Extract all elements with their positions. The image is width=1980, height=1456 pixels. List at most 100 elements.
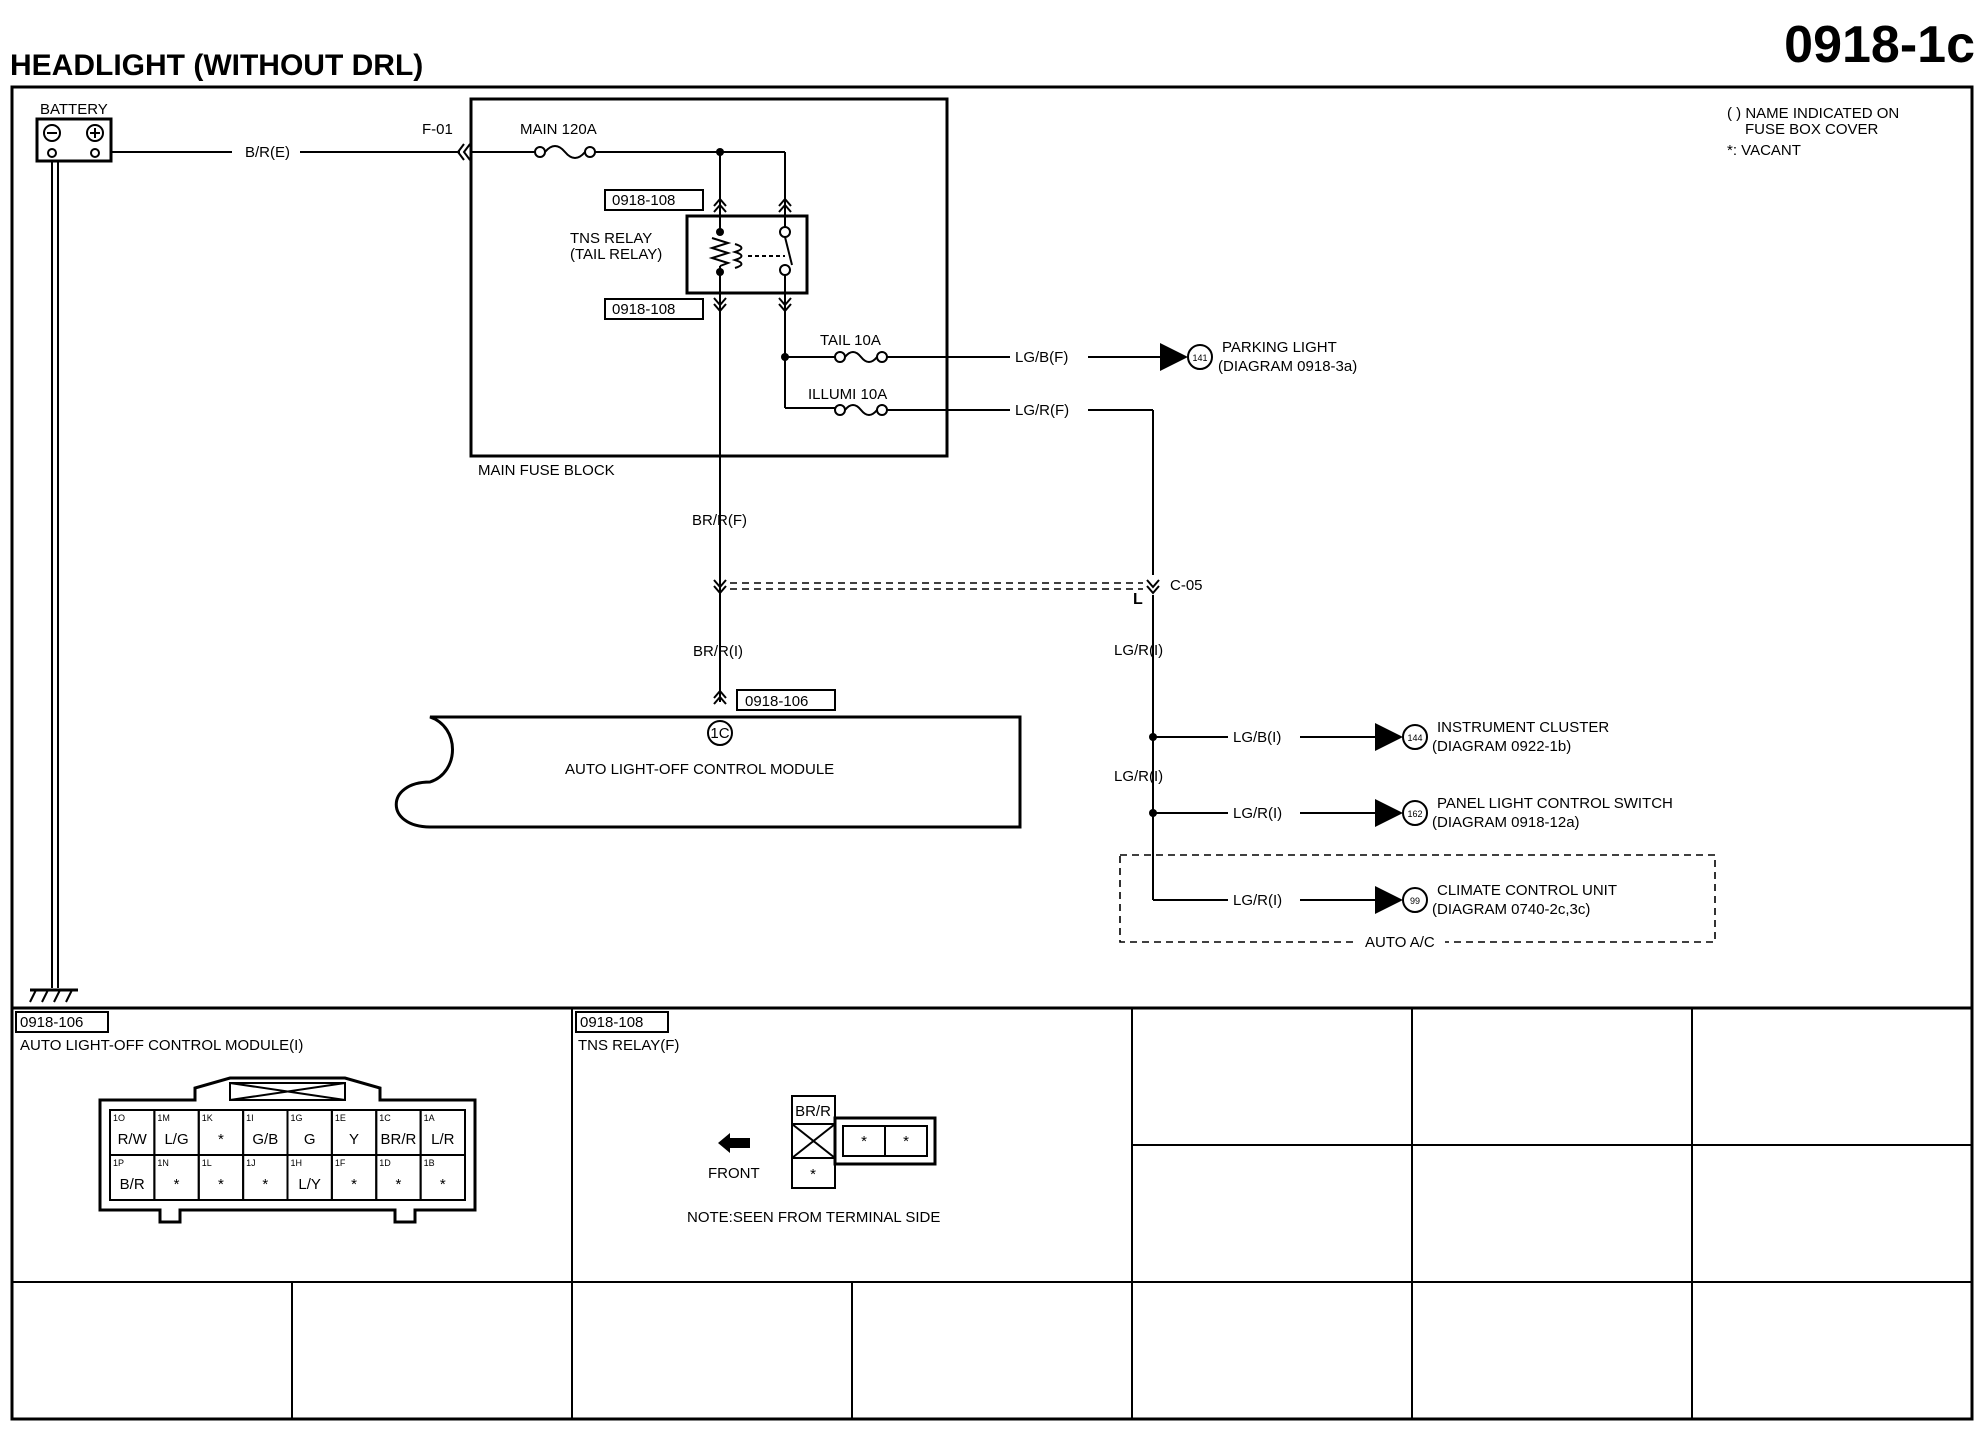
main-fuse-block [469,97,949,458]
connector-pin-wire: * [440,1176,446,1193]
panel-diagram-ref: (DIAGRAM 0918-12a) [1432,814,1580,831]
tail-fuse-label: TAIL 10A [820,332,881,349]
panel-label: PANEL LIGHT CONTROL SWITCH [1437,795,1673,812]
front-arrow-icon [718,1133,750,1153]
connector-pin-number: 1F [335,1158,346,1168]
diagram-code: 0918-1c [1784,16,1975,74]
wire-lgri-top: LG/R(I) [1114,642,1163,659]
parking-ref-circle [1187,344,1213,370]
main-fuse-symbol [534,145,596,159]
relay-ref-top-text: 0918-108 [612,192,675,209]
conn-module-ref: 0918-106 [20,1014,83,1031]
wire-lgri-mid: LG/R(I) [1114,768,1163,785]
conn-module-name: AUTO LIGHT-OFF CONTROL MODULE(I) [20,1037,303,1054]
illumi-fuse-label: ILLUMI 10A [808,386,887,403]
connector-pin-number: 1K [202,1113,213,1123]
module-ref-box [736,689,836,711]
connector-pin-wire: G/B [252,1131,278,1148]
relay-pin-bottom: * [810,1166,816,1183]
legend-line-2: FUSE BOX COVER [1745,121,1879,138]
legend-line-3: *: VACANT [1727,142,1801,159]
connector-pin-wire: BR/R [381,1131,417,1148]
illumi-fuse-symbol [834,404,888,416]
relay-ref-bottom [604,298,704,320]
auto-light-off-module [394,715,1022,829]
connector-pin-wire: * [351,1176,357,1193]
relay-name-2: (TAIL RELAY) [570,246,662,263]
auto-ac-label: AUTO A/C [1365,934,1435,951]
connector-pin-wire: Y [349,1131,359,1148]
connector-pin-wire: G [304,1131,316,1148]
connector-pin-number: 1G [291,1113,303,1123]
connector-pin-wire: L/G [164,1131,188,1148]
cluster-label: INSTRUMENT CLUSTER [1437,719,1609,736]
connector-pin-number: 1O [113,1113,125,1123]
cluster-diagram-ref: (DIAGRAM 0922-1b) [1432,738,1571,755]
module-pin-circle [707,720,733,746]
connector-pin-number: 1J [246,1158,256,1168]
relay-front: FRONT [708,1165,760,1182]
connector-grid [12,1006,1972,1419]
connector-pin-wire: * [218,1176,224,1193]
relay-note: NOTE:SEEN FROM TERMINAL SIDE [687,1209,940,1226]
auto-ac-box [1119,854,1716,943]
panel-arrow-icon [1375,799,1403,827]
conn-relay-name: TNS RELAY(F) [578,1037,679,1054]
wire-lgri-climate: LG/R(I) [1233,892,1282,909]
page-title: HEADLIGHT (WITHOUT DRL) [10,49,423,82]
connector-pin-number: 1D [379,1158,391,1168]
connector-pin-number: 1M [157,1113,170,1123]
connector-pin-number: 1E [335,1113,346,1123]
cluster-ref-num: 144 [1407,733,1422,743]
conn-module-ref-box [15,1011,109,1033]
battery-label: BATTERY [40,101,108,118]
wire-lgbf: LG/B(F) [1015,349,1068,366]
wire-brrf: BR/R(F) [692,512,747,529]
wire-lgrf: LG/R(F) [1015,402,1069,419]
climate-arrow-icon [1375,886,1403,914]
connector-pin-number: 1H [291,1158,303,1168]
wire-lgri-panel: LG/R(I) [1233,805,1282,822]
climate-diagram-ref: (DIAGRAM 0740-2c,3c) [1432,901,1590,918]
relay-connector-shape [791,1095,937,1189]
connector-pin-wire: R/W [118,1131,148,1148]
relay-name: TNS RELAY [570,230,652,247]
main-fuse-label: MAIN 120A [520,121,597,138]
connector-pin-wire: * [262,1176,268,1193]
connector-pin-wire: B/R [120,1176,145,1193]
tail-fuse-symbol [834,351,888,363]
climate-ref-num: 99 [1410,896,1420,906]
relay-ref-bottom-text: 0918-108 [612,301,675,318]
relay-pin-top: BR/R [795,1103,831,1120]
conn-relay-ref-box [575,1011,669,1033]
parking-ref-num: 141 [1192,353,1207,363]
connector-pin-wire: L/Y [298,1176,321,1193]
ground-symbol [29,988,78,1003]
connector-cell [419,1154,466,1201]
connector-c05: C-05 [1170,577,1203,594]
parking-label: PARKING LIGHT [1222,339,1337,356]
wire-lgbi: LG/B(I) [1233,729,1281,746]
relay-pin-right-2: * [903,1133,909,1150]
module-name: AUTO LIGHT-OFF CONTROL MODULE [565,761,834,778]
connector-pin-number: 1N [157,1158,169,1168]
relay-pin-right-1: * [861,1133,867,1150]
connector-pin-number: 1I [246,1113,254,1123]
panel-ref-num: 162 [1407,809,1422,819]
relay-ref-top [604,189,704,211]
connector-pin-number: 1B [424,1158,435,1168]
battery-symbol [35,117,113,163]
module-ref: 0918-106 [745,693,808,710]
wire-br-e: B/R(E) [245,144,290,161]
climate-label: CLIMATE CONTROL UNIT [1437,882,1617,899]
connector-f01: F-01 [422,121,453,138]
connector-pin-wire: L/R [431,1131,455,1148]
main-fuse-block-label: MAIN FUSE BLOCK [478,462,615,479]
conn-relay-ref: 0918-108 [580,1014,643,1031]
legend-line-1: ( ) NAME INDICATED ON [1727,105,1899,122]
tns-relay-symbol [685,214,809,295]
connector-pin-number: 1A [424,1113,435,1123]
connector-pin-wire: * [218,1131,224,1148]
connector-pin-number: 1P [113,1158,124,1168]
